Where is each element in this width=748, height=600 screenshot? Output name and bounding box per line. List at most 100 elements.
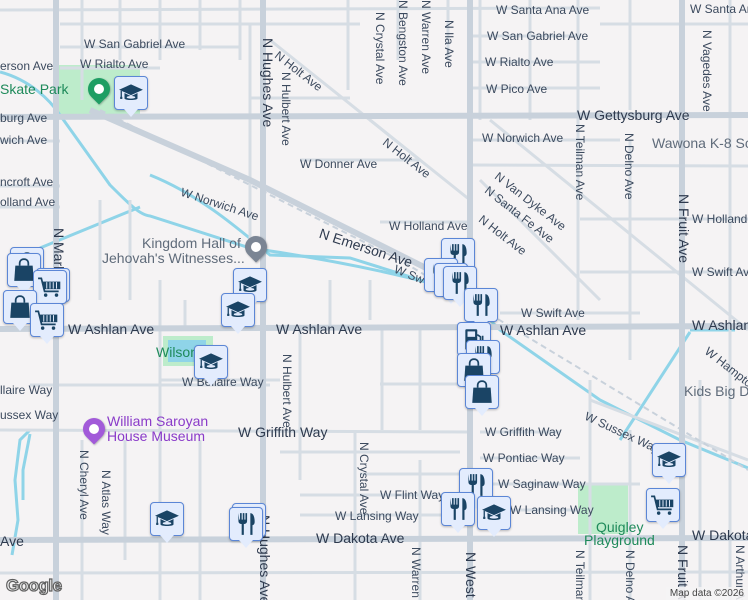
map-attribution[interactable]: Map data ©2026 (665, 587, 748, 600)
quigley-playground-label-line2[interactable]: Playground (584, 532, 655, 548)
fork-knife-icon (233, 511, 259, 537)
street-label: W Swift Ave (521, 306, 585, 320)
street-label: W Holland Ave (692, 212, 748, 226)
street-label: W Lansing Way (510, 503, 594, 517)
street-label: W Gettysburg Ave (577, 107, 690, 123)
museum-icon (86, 421, 102, 437)
grocery-marker[interactable] (33, 270, 67, 311)
wawona-school-label[interactable]: Wawona K-8 Sc (652, 135, 748, 151)
street-label: W Pico Ave (486, 82, 548, 96)
william-saroyan-label-line1[interactable]: William Saroyan (107, 413, 209, 429)
street-label: W Santa Ana Ave (690, 2, 748, 16)
street-label: W Ashlan Ave (500, 322, 587, 338)
shopping-cart-icon (34, 307, 60, 333)
street-label: W Dakota Ave (316, 530, 405, 546)
street-label: W Griffith Way (238, 424, 328, 440)
fork-knife-icon (468, 292, 494, 318)
street-label: N Vagedes Ave (700, 30, 714, 112)
street-label: N Delno Ave (623, 550, 637, 600)
street-label: W Bellaire Way (182, 375, 264, 389)
school-marker[interactable] (652, 443, 686, 484)
grocery-marker[interactable] (646, 488, 680, 529)
street-label: N Warren Ave (409, 547, 423, 600)
street-label: N Hulbert Ave (280, 354, 294, 428)
street-label: N Delno Ave (622, 133, 636, 200)
street-label: W Ashlan Ave (68, 321, 155, 337)
street-label: wich Ave (0, 133, 48, 147)
school-marker[interactable] (221, 293, 255, 334)
shopping-marker[interactable] (465, 375, 499, 416)
street-label: N Fruit Ave (676, 194, 692, 263)
quigley-playground-area (578, 484, 628, 534)
william-saroyan-label-line2[interactable]: House Museum (107, 428, 206, 444)
kingdom-hall-label-line1[interactable]: Kingdom Hall of (142, 235, 241, 251)
school-marker[interactable] (114, 76, 148, 117)
quigley-playground-label-line1[interactable]: Quigley (596, 519, 644, 535)
restaurant-marker[interactable] (464, 288, 498, 329)
street-label: W Swift Ave (692, 265, 748, 279)
shopping-bag-icon (7, 294, 33, 320)
street-label: N Teilman Ave (573, 550, 587, 600)
street-label: N Atlas Way (99, 470, 113, 535)
street-label: W San Gabriel Ave (487, 29, 589, 43)
graduation-cap-icon (118, 80, 144, 106)
shopping-bag-icon (469, 379, 495, 405)
fork-knife-icon (445, 496, 471, 522)
fork-knife-icon (463, 472, 489, 498)
street-label: W Rialto Ave (485, 55, 554, 69)
street-label: burg Ave (0, 111, 48, 125)
graduation-cap-icon (225, 297, 251, 323)
street-label: N Hulbert Ave (279, 72, 293, 146)
street-label: ussex Way (0, 408, 59, 422)
shopping-bag-icon (11, 257, 37, 283)
street-label: N West Ave (463, 552, 479, 600)
restaurant-marker[interactable] (443, 266, 477, 307)
street-label: erson Ave (0, 59, 54, 73)
street-label: W Pontiac Way (483, 451, 565, 465)
kids-big-label[interactable]: Kids Big D (684, 383, 748, 399)
street-label: ncroft Ave (0, 175, 54, 189)
street-label: W Ashlan Ave (692, 317, 748, 333)
kingdom-hall-label-line2[interactable]: Jehovah's Witnesses... (102, 250, 245, 266)
street-label: llaire Way (0, 383, 53, 397)
street-label: W Norwich Ave (482, 131, 564, 145)
school-marker[interactable] (194, 345, 228, 386)
school-marker[interactable] (150, 502, 184, 543)
street-label: Ave (0, 533, 24, 549)
street-label: W Holland Ave (389, 219, 468, 233)
street-label: W Santa Ana Ave (496, 3, 590, 17)
street-label: N Teilman Ave (573, 124, 587, 201)
street-label: N Crystal Ave (357, 442, 371, 515)
street-label: W Griffith Way (485, 425, 562, 439)
street-label: N Bengston Ave (396, 0, 410, 86)
wilson-label[interactable]: Wilson (156, 344, 199, 360)
street-label: N Crystal Ave (373, 12, 387, 85)
street-label: W Dakota Ave (692, 527, 748, 543)
grocery-marker[interactable] (30, 303, 64, 344)
place-of-worship-icon (248, 239, 264, 255)
skate-park-label[interactable]: Skate Park (0, 81, 69, 97)
graduation-cap-icon (198, 349, 224, 375)
fork-knife-icon (445, 242, 471, 268)
street-label: W Rialto Ave (80, 57, 149, 71)
graduation-cap-icon (481, 500, 507, 526)
street-label: olland Ave (0, 195, 56, 209)
street-label: N Ila Ave (442, 20, 456, 68)
pin-dot-icon (91, 81, 107, 97)
graduation-cap-icon (656, 447, 682, 473)
street-label: N Hughes Ave (260, 38, 276, 128)
shopping-cart-icon (37, 274, 63, 300)
graduation-cap-icon (237, 272, 263, 298)
graduation-cap-icon (154, 506, 180, 532)
street-label: W Flint Way (380, 488, 445, 502)
street-label: N Warren Ave (419, 0, 433, 75)
street-label: W Ashlan Ave (276, 321, 363, 337)
street-label: W Donner Ave (300, 157, 378, 171)
restaurant-marker[interactable] (229, 507, 263, 548)
street-label: W Lansing Way (335, 509, 419, 523)
school-marker[interactable] (477, 496, 511, 537)
street-label: W San Gabriel Ave (84, 37, 186, 51)
restaurant-marker[interactable] (441, 492, 475, 533)
